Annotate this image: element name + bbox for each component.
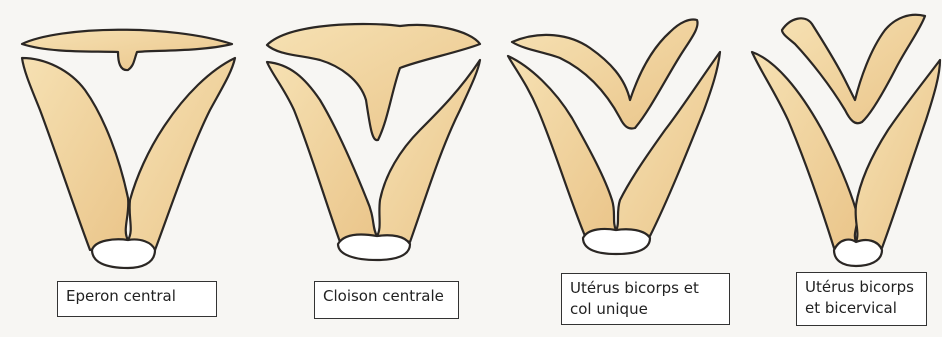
caption-line: col unique xyxy=(570,299,721,320)
left-hemi-uterus xyxy=(22,58,128,250)
caption-line: Utérus bicorps et xyxy=(570,278,721,299)
cervix xyxy=(92,239,155,268)
caption-line: Utérus bicorps xyxy=(805,277,918,298)
cervix xyxy=(338,234,410,260)
caption-line: Cloison centrale xyxy=(323,286,450,307)
uterus-drawing-bicorporeal-unicervical xyxy=(508,20,720,255)
caption-uterus-bicorps-bicervical: Utérus bicorps et bicervical xyxy=(796,272,927,326)
uterus-drawing-eperon-central xyxy=(22,30,235,268)
right-hemi-uterus xyxy=(616,52,720,236)
caption-line: et bicervical xyxy=(805,298,918,319)
caption-eperon-central: Eperon central xyxy=(57,281,217,317)
caption-line: Eperon central xyxy=(66,286,208,307)
uterus-drawing-cloison-centrale xyxy=(267,24,480,260)
cervix xyxy=(583,229,650,254)
right-hemi-uterus xyxy=(128,58,235,250)
caption-uterus-bicorps-col-unique: Utérus bicorps et col unique xyxy=(561,273,730,325)
caption-cloison-centrale: Cloison centrale xyxy=(314,281,459,319)
uterus-drawing-bicorporeal-bicervical xyxy=(752,15,940,266)
cervix xyxy=(834,240,882,266)
